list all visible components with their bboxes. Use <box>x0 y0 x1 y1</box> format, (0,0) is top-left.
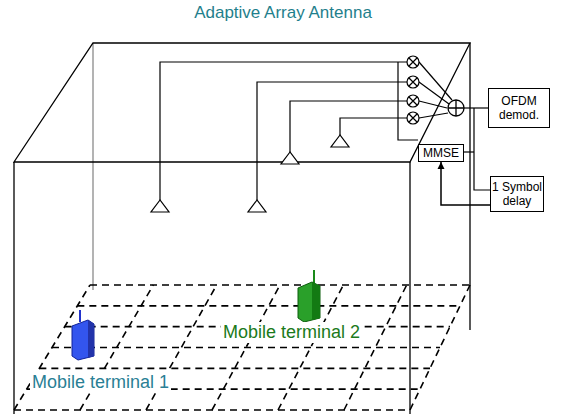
diagram-title: Adaptive Array Antenna <box>194 3 372 23</box>
floor-grid <box>14 285 470 410</box>
box-text: MMSE <box>423 146 459 160</box>
demodulator-box: OFDM demod. <box>488 88 550 128</box>
mobile-terminal-2 <box>298 270 320 322</box>
room-wireframe <box>14 43 470 414</box>
signal-connector <box>438 162 491 205</box>
terminal-label: Mobile terminal 1 <box>30 372 171 393</box>
box-text: 1 Symbol delay <box>491 180 543 208</box>
multipliers <box>407 56 419 124</box>
mobile-terminal-1 <box>72 310 94 360</box>
mmse-box: MMSE <box>418 144 464 162</box>
box-text: OFDM demod. <box>489 94 549 122</box>
delay-box: 1 Symbol delay <box>490 176 544 212</box>
summation <box>448 100 464 116</box>
terminal-label: Mobile terminal 2 <box>221 322 362 343</box>
antenna-elements <box>151 135 349 212</box>
